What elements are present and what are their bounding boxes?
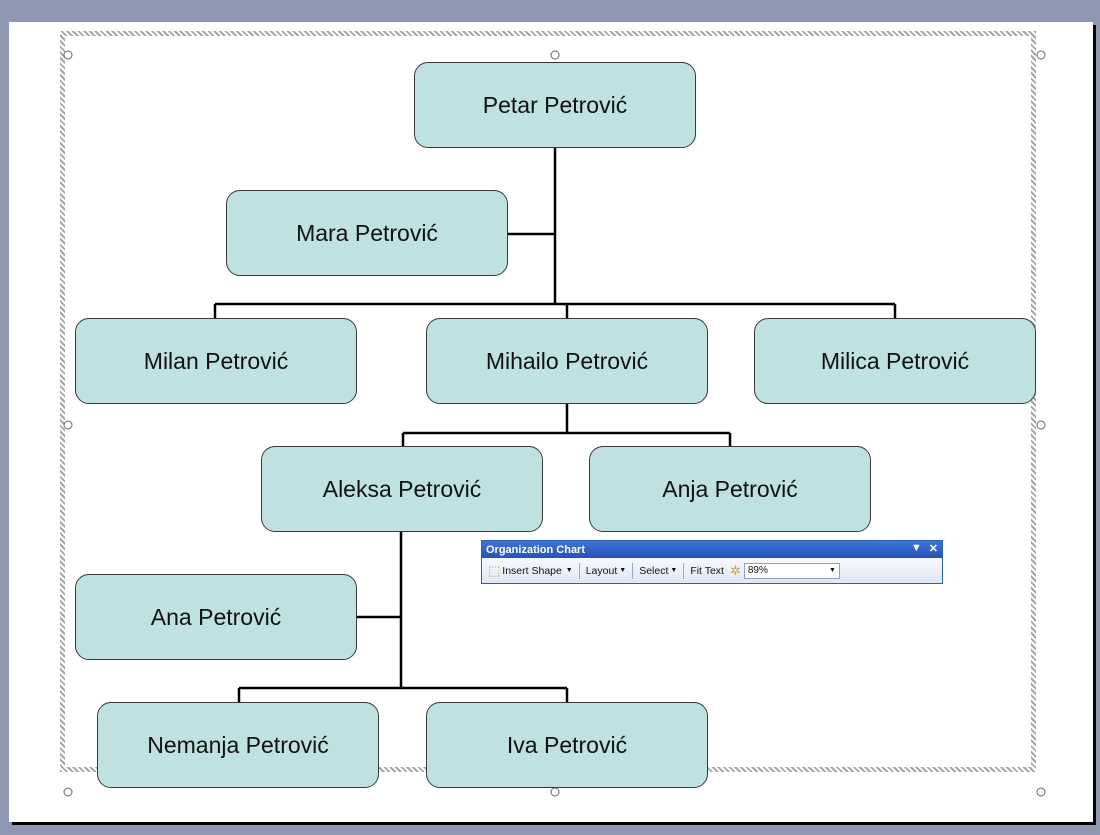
resize-handle-left[interactable] xyxy=(63,420,73,430)
toolbar-title: Organization Chart xyxy=(486,543,586,556)
layout-label: Layout xyxy=(585,564,618,577)
toolbar-separator xyxy=(632,562,634,579)
autoformat-icon[interactable]: ✲ xyxy=(729,562,741,578)
node-milica[interactable]: Milica Petrović xyxy=(754,318,1036,404)
resize-handle-top-right[interactable] xyxy=(1036,50,1046,60)
resize-handle-bottom-right[interactable] xyxy=(1036,787,1046,797)
node-ana[interactable]: Ana Petrović xyxy=(75,574,357,660)
resize-handle-top[interactable] xyxy=(550,50,560,60)
select-label: Select xyxy=(639,564,669,577)
node-mihailo[interactable]: Mihailo Petrović xyxy=(426,318,708,404)
node-milan[interactable]: Milan Petrović xyxy=(75,318,357,404)
insert-shape-label: Insert Shape xyxy=(502,564,562,577)
fit-text-button[interactable]: Fit Text xyxy=(687,565,727,577)
dropdown-arrow-icon[interactable]: ▼ xyxy=(563,567,573,574)
node-anja[interactable]: Anja Petrović xyxy=(589,446,871,532)
organization-chart-toolbar[interactable]: Organization Chart ▼ ✕ ⬚ Insert Shape ▼ … xyxy=(481,540,943,584)
node-iva[interactable]: Iva Petrović xyxy=(426,702,708,788)
resize-handle-top-left[interactable] xyxy=(63,50,73,60)
toolbar-separator xyxy=(683,562,685,579)
node-petar[interactable]: Petar Petrović xyxy=(414,62,696,148)
dropdown-arrow-icon: ▼ xyxy=(670,567,678,574)
node-nemanja[interactable]: Nemanja Petrović xyxy=(97,702,379,788)
dropdown-arrow-icon: ▼ xyxy=(619,567,627,574)
resize-handle-right[interactable] xyxy=(1036,420,1046,430)
resize-handle-bottom-left[interactable] xyxy=(63,787,73,797)
zoom-value: 89% xyxy=(747,565,768,576)
resize-handle-bottom[interactable] xyxy=(550,787,560,797)
select-button[interactable]: Select ▼ xyxy=(636,565,680,577)
node-aleksa[interactable]: Aleksa Petrović xyxy=(261,446,543,532)
layout-button[interactable]: Layout ▼ xyxy=(583,565,629,577)
node-mara[interactable]: Mara Petrović xyxy=(226,190,508,276)
fit-text-label: Fit Text xyxy=(690,564,724,577)
dropdown-arrow-icon[interactable]: ▼ xyxy=(828,567,836,574)
insert-shape-button[interactable]: ⬚ Insert Shape ▼ xyxy=(485,563,576,579)
toolbar-options-dropdown-arrow-icon[interactable]: ▼ xyxy=(910,542,922,554)
toolbar-title-bar[interactable]: Organization Chart ▼ ✕ xyxy=(482,541,942,558)
insert-shape-icon: ⬚ xyxy=(488,562,501,578)
toolbar-separator xyxy=(578,562,580,579)
zoom-select[interactable]: 89% ▼ xyxy=(743,562,840,579)
close-icon[interactable]: ✕ xyxy=(928,543,938,555)
